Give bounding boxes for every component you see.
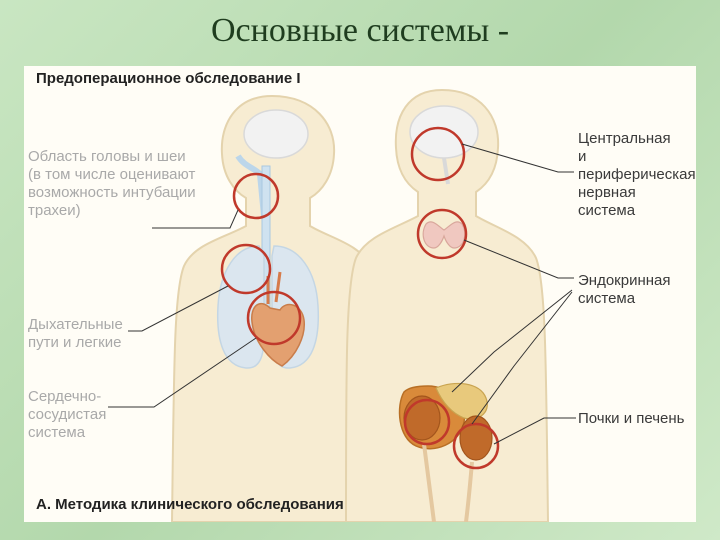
- label-kidneys-liver: Почки и печень: [578, 410, 685, 427]
- left-body-silhouette: [170, 94, 386, 522]
- figure-caption: А. Методика клинического обследования: [36, 496, 344, 513]
- kidney-circle: [403, 398, 451, 446]
- head-neck-circle: [232, 172, 280, 220]
- label-respiratory: Дыхательные пути и легкие: [28, 316, 123, 351]
- endocrine-circle: [416, 208, 468, 260]
- left-brain: [243, 109, 309, 159]
- label-nervous: Центральная и периферическая нервная сис…: [578, 130, 696, 219]
- cardio-circle: [246, 290, 302, 346]
- nervous-circle: [410, 126, 466, 182]
- liver-circle: [452, 422, 500, 470]
- left-kidney: [403, 395, 441, 441]
- right-brain: [409, 105, 479, 159]
- thyroid-gland: [422, 221, 466, 249]
- label-endocrine: Эндокринная система: [578, 272, 671, 307]
- respiratory-circle: [220, 243, 272, 295]
- right-kidney: [459, 415, 493, 461]
- anatomy-illustration: [108, 88, 576, 522]
- label-head-neck: Область головы и шеи (в том числе оценив…: [28, 148, 196, 219]
- label-cardio: Сердечно- сосудистая система: [28, 388, 107, 441]
- slide-title: Основные системы -: [210, 12, 510, 49]
- left-leader-lines: [108, 209, 257, 408]
- right-body-silhouette: [345, 88, 550, 522]
- right-leader-lines: [451, 143, 576, 445]
- right-body-outline: [345, 88, 550, 522]
- stomach: [435, 382, 488, 420]
- figure-header: Предоперационное обследование I: [36, 70, 301, 87]
- left-lung: [216, 245, 265, 369]
- anatomy-figure: Предоперационное обследование I Область …: [24, 66, 696, 522]
